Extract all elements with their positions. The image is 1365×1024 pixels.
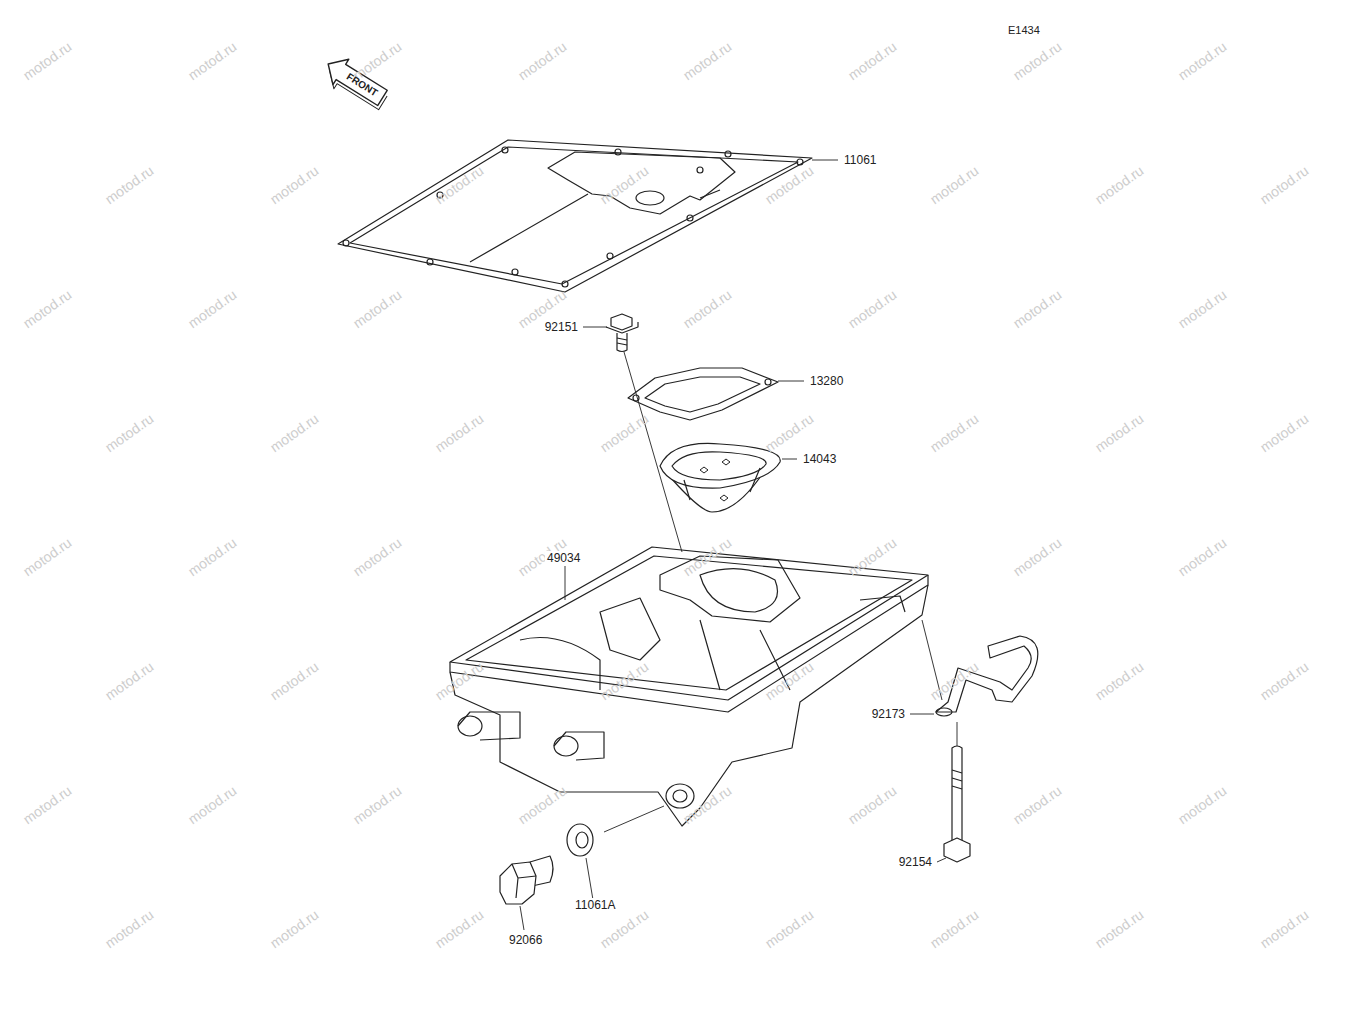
watermark: motod.ru <box>680 286 734 331</box>
watermark: motod.ru <box>762 906 816 951</box>
watermark: motod.ru <box>350 286 404 331</box>
strainer-bolt <box>606 314 638 352</box>
callout-number: 13280 <box>808 374 845 388</box>
watermark: motod.ru <box>102 162 156 207</box>
watermark: motod.ru <box>185 286 239 331</box>
leader-lines <box>520 160 957 930</box>
watermark: motod.ru <box>597 906 651 951</box>
drain-washer <box>567 824 593 856</box>
watermark: motod.ru <box>20 286 74 331</box>
watermark: motod.ru <box>20 534 74 579</box>
callout-number: 92173 <box>870 707 907 721</box>
watermark: motod.ru <box>515 782 569 827</box>
watermark: motod.ru <box>102 410 156 455</box>
bracket-bolt <box>944 746 970 862</box>
watermark: motod.ru <box>1010 534 1064 579</box>
watermark: motod.ru <box>680 38 734 83</box>
watermark: motod.ru <box>185 782 239 827</box>
watermark: motod.ru <box>20 38 74 83</box>
watermark: motod.ru <box>1257 410 1311 455</box>
watermark: motod.ru <box>267 410 321 455</box>
watermark: motod.ru <box>1092 410 1146 455</box>
watermark: motod.ru <box>927 906 981 951</box>
callout-number: 11061 <box>842 153 878 167</box>
drain-plug <box>500 856 553 904</box>
watermark: motod.ru <box>350 782 404 827</box>
watermark: motod.ru <box>845 38 899 83</box>
watermark: motod.ru <box>432 410 486 455</box>
oil-pan <box>450 547 928 826</box>
watermark: motod.ru <box>350 534 404 579</box>
watermark: motod.ru <box>102 906 156 951</box>
watermark: motod.ru <box>1175 782 1229 827</box>
watermark: motod.ru <box>762 410 816 455</box>
watermark: motod.ru <box>432 906 486 951</box>
callout-number: 49034 <box>545 551 582 565</box>
figure-code: E1434 <box>1006 23 1042 37</box>
callout-number: 92154 <box>897 855 934 869</box>
watermark: motod.ru <box>927 162 981 207</box>
callout-number: 92151 <box>543 320 580 334</box>
watermark: motod.ru <box>1257 906 1311 951</box>
watermark: motod.ru <box>1092 162 1146 207</box>
oil-pan-gasket <box>338 140 812 292</box>
watermark: motod.ru <box>1175 286 1229 331</box>
strainer-gasket <box>628 368 778 420</box>
callout-number: 14043 <box>801 452 838 466</box>
watermark: motod.ru <box>515 38 569 83</box>
watermark: motod.ru <box>267 658 321 703</box>
watermark: motod.ru <box>1010 38 1064 83</box>
watermark: motod.ru <box>845 286 899 331</box>
watermark: motod.ru <box>20 782 74 827</box>
watermark: motod.ru <box>185 38 239 83</box>
watermark: motod.ru <box>185 534 239 579</box>
callout-number: 92066 <box>507 933 544 947</box>
watermark: motod.ru <box>1175 534 1229 579</box>
watermark: motod.ru <box>597 410 651 455</box>
watermark: motod.ru <box>845 782 899 827</box>
watermark: motod.ru <box>1092 906 1146 951</box>
callout-number: 11061A <box>573 898 617 912</box>
watermark: motod.ru <box>1010 286 1064 331</box>
watermark: motod.ru <box>1257 658 1311 703</box>
watermark: motod.ru <box>927 410 981 455</box>
watermark: motod.ru <box>102 658 156 703</box>
watermark: motod.ru <box>1257 162 1311 207</box>
watermark: motod.ru <box>1010 782 1064 827</box>
oil-strainer <box>660 443 780 512</box>
watermark: motod.ru <box>267 906 321 951</box>
watermark: motod.ru <box>1175 38 1229 83</box>
watermark: motod.ru <box>267 162 321 207</box>
watermark: motod.ru <box>1092 658 1146 703</box>
